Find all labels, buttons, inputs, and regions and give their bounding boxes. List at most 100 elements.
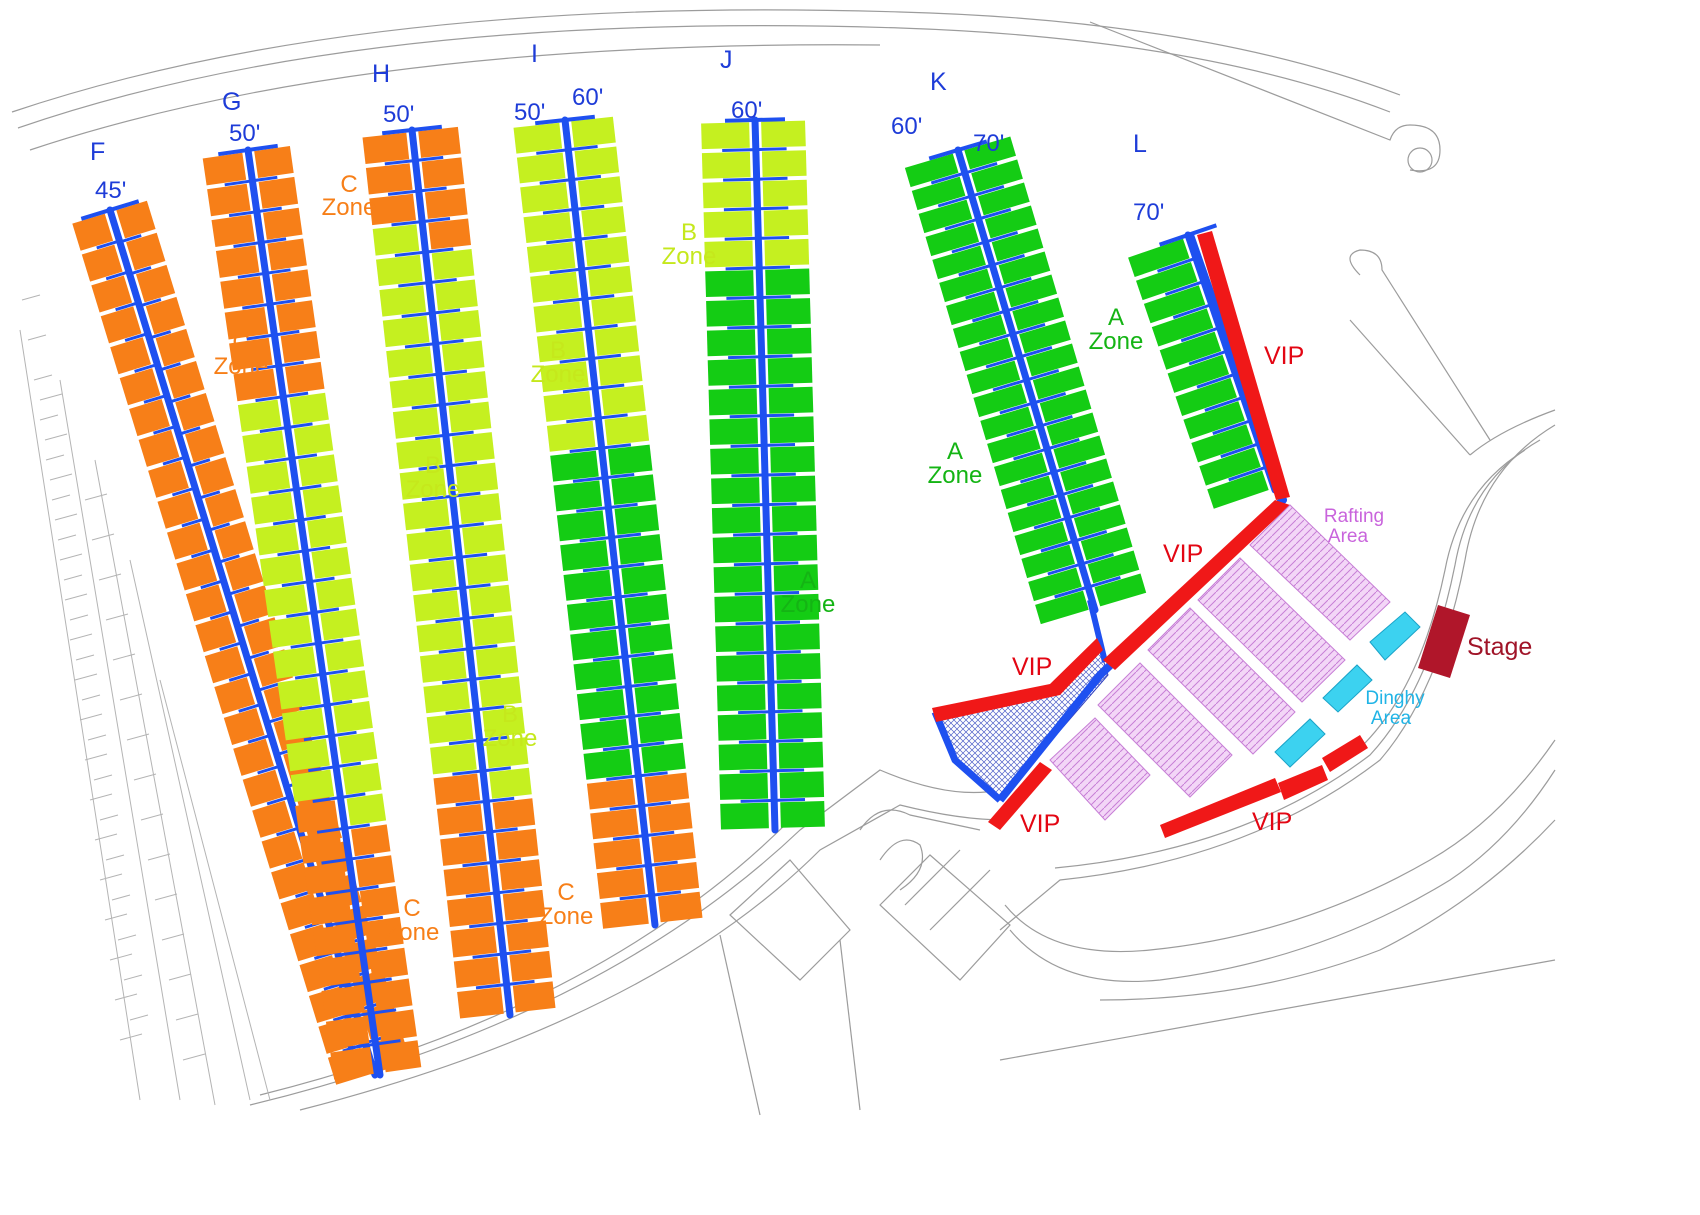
slip-g-l-23[interactable] bbox=[299, 831, 344, 864]
slip-j-r-13[interactable] bbox=[771, 475, 816, 503]
slip-f-l-10[interactable] bbox=[157, 491, 199, 529]
slip-i-l-4[interactable] bbox=[523, 212, 573, 243]
slip-h-r-20[interactable] bbox=[482, 706, 526, 738]
slip-h-r-13[interactable] bbox=[458, 493, 502, 525]
slip-h-r-11[interactable] bbox=[452, 432, 495, 463]
slip-f-l-18[interactable] bbox=[233, 738, 274, 776]
slip-j-l-9[interactable] bbox=[707, 358, 757, 386]
slip-f-l-19[interactable] bbox=[242, 769, 284, 807]
slip-k-r-16[interactable] bbox=[1067, 481, 1119, 515]
vip-bar-k-end[interactable] bbox=[932, 638, 1103, 722]
slip-j-l-18[interactable] bbox=[715, 625, 764, 652]
slip-h-l-7[interactable] bbox=[382, 315, 430, 348]
slip-h-l-13[interactable] bbox=[403, 498, 450, 531]
slip-k-l-11[interactable] bbox=[973, 383, 1027, 418]
slip-j-r-15[interactable] bbox=[772, 534, 818, 562]
slip-i-r-2[interactable] bbox=[574, 146, 620, 178]
slip-j-l-5[interactable] bbox=[704, 240, 754, 268]
slip-j-r-22[interactable] bbox=[778, 741, 824, 769]
slip-g-l-21[interactable] bbox=[290, 769, 335, 803]
slip-i-r-9[interactable] bbox=[597, 355, 643, 386]
slip-g-l-27[interactable] bbox=[317, 954, 361, 988]
slip-h-r-23[interactable] bbox=[492, 798, 536, 830]
slip-g-r-8[interactable] bbox=[285, 361, 325, 394]
slip-g-r-7[interactable] bbox=[280, 331, 321, 363]
slip-g-l-13[interactable] bbox=[255, 522, 300, 556]
slip-g-r-26[interactable] bbox=[364, 916, 404, 949]
slip-l-l-10[interactable] bbox=[1199, 447, 1261, 486]
slip-l-l-1[interactable] bbox=[1128, 238, 1190, 277]
slip-f-l-7[interactable] bbox=[129, 399, 170, 437]
vip-bar-shore-2[interactable] bbox=[1278, 765, 1328, 800]
slip-h-l-18[interactable] bbox=[420, 651, 467, 683]
slip-h-l-1[interactable] bbox=[362, 132, 410, 164]
slip-h-r-6[interactable] bbox=[435, 279, 478, 311]
slip-i-l-22[interactable] bbox=[583, 748, 633, 780]
slip-g-r-20[interactable] bbox=[337, 731, 378, 764]
slip-k-r-19[interactable] bbox=[1087, 550, 1140, 584]
slip-k-r-14[interactable] bbox=[1053, 435, 1106, 469]
slip-i-l-8[interactable] bbox=[536, 331, 586, 363]
slip-h-r-12[interactable] bbox=[455, 462, 499, 494]
slip-g-l-9[interactable] bbox=[237, 399, 282, 433]
slip-h-r-22[interactable] bbox=[489, 767, 532, 799]
slip-h-r-1[interactable] bbox=[418, 126, 461, 158]
slip-i-l-13[interactable] bbox=[553, 480, 603, 512]
slip-k-l-3[interactable] bbox=[918, 199, 973, 234]
slip-k-r-20[interactable] bbox=[1094, 573, 1147, 607]
slip-k-l-2[interactable] bbox=[911, 176, 966, 211]
slip-k-r-11[interactable] bbox=[1032, 366, 1085, 400]
slip-g-l-25[interactable] bbox=[308, 892, 352, 926]
slip-h-r-19[interactable] bbox=[479, 676, 522, 708]
slip-k-r-10[interactable] bbox=[1026, 343, 1078, 377]
slip-i-r-19[interactable] bbox=[631, 653, 676, 684]
slip-i-l-18[interactable] bbox=[570, 629, 619, 661]
slip-k-r-8[interactable] bbox=[1012, 297, 1064, 331]
slip-g-r-1[interactable] bbox=[254, 146, 294, 178]
slip-f-r-7[interactable] bbox=[175, 393, 215, 431]
slip-g-l-10[interactable] bbox=[242, 430, 286, 463]
slip-g-r-28[interactable] bbox=[373, 978, 413, 1011]
slip-i-l-2[interactable] bbox=[516, 152, 566, 184]
slip-f-l-1[interactable] bbox=[72, 213, 114, 251]
slip-i-l-26[interactable] bbox=[596, 868, 646, 899]
slip-j-l-1[interactable] bbox=[701, 122, 750, 150]
slip-f-l-20[interactable] bbox=[252, 800, 293, 838]
slip-i-r-5[interactable] bbox=[584, 235, 630, 267]
slip-h-r-28[interactable] bbox=[509, 950, 553, 982]
slip-f-l-2[interactable] bbox=[81, 244, 123, 282]
slip-j-r-14[interactable] bbox=[771, 505, 817, 532]
slip-i-r-26[interactable] bbox=[654, 862, 700, 893]
slip-k-l-13[interactable] bbox=[987, 429, 1041, 464]
slip-g-r-21[interactable] bbox=[342, 762, 382, 795]
slip-k-l-4[interactable] bbox=[925, 222, 980, 257]
slip-l-l-7[interactable] bbox=[1175, 377, 1238, 416]
slip-h-l-26[interactable] bbox=[447, 895, 494, 927]
slip-g-r-12[interactable] bbox=[302, 485, 343, 518]
slip-f-r-13[interactable] bbox=[234, 585, 274, 623]
slip-h-l-16[interactable] bbox=[413, 590, 460, 622]
slip-j-r-17[interactable] bbox=[774, 593, 820, 621]
slip-g-r-25[interactable] bbox=[359, 886, 400, 918]
slip-i-l-21[interactable] bbox=[580, 719, 629, 750]
slip-g-l-30[interactable] bbox=[330, 1047, 374, 1080]
slip-g-l-14[interactable] bbox=[259, 553, 304, 587]
slip-h-l-12[interactable] bbox=[399, 468, 447, 500]
slip-h-r-18[interactable] bbox=[475, 645, 519, 677]
slip-h-l-2[interactable] bbox=[365, 163, 413, 195]
slip-f-l-14[interactable] bbox=[195, 615, 237, 653]
dinghy-area[interactable] bbox=[1274, 611, 1421, 768]
vip-bar-diagonal[interactable] bbox=[1103, 500, 1290, 670]
slip-j-r-9[interactable] bbox=[767, 357, 813, 385]
slip-h-r-29[interactable] bbox=[512, 981, 556, 1013]
slip-f-r-11[interactable] bbox=[214, 521, 254, 559]
slip-f-l-9[interactable] bbox=[148, 460, 189, 498]
slip-l-l-6[interactable] bbox=[1167, 354, 1230, 393]
slip-g-l-29[interactable] bbox=[325, 1016, 370, 1049]
slip-f-r-4[interactable] bbox=[145, 296, 185, 335]
slip-i-l-27[interactable] bbox=[600, 897, 649, 929]
slip-i-r-14[interactable] bbox=[614, 504, 660, 535]
slip-g-r-16[interactable] bbox=[320, 608, 360, 641]
slip-i-l-17[interactable] bbox=[566, 599, 616, 631]
slip-k-r-6[interactable] bbox=[998, 251, 1051, 285]
